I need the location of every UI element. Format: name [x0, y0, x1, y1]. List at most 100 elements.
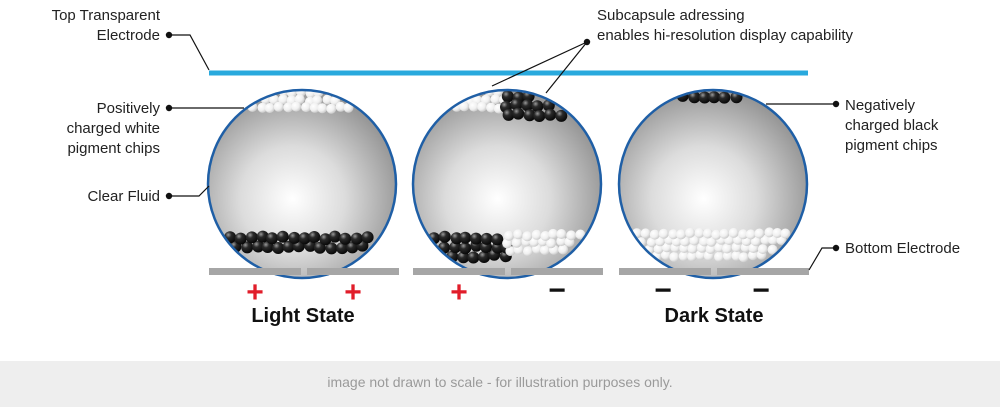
black-pigment-chip [319, 233, 332, 246]
white-pigment-chip [546, 238, 557, 249]
white-pigment-chip [264, 103, 275, 113]
white-pigment-chip [711, 229, 722, 240]
white-pigment-chip [540, 231, 551, 241]
white-pigment-chip [301, 102, 312, 113]
black-pigment-chip [510, 98, 523, 111]
white-pigment-chip [273, 101, 284, 112]
white-pigment-chip [653, 243, 664, 254]
white-pigment-chip [689, 235, 700, 246]
white-pigment-chip [750, 236, 761, 247]
white-pigment-chip [505, 246, 516, 256]
white-pigment-chip [745, 229, 756, 240]
black-pigment-chip [336, 242, 349, 255]
positive-chips-label-line: charged white [67, 120, 160, 137]
white-pigment-chip [291, 101, 302, 112]
white-pigment-chip [558, 244, 569, 255]
white-pigment-chip [738, 229, 749, 240]
negative-chips-label-line: Negatively [845, 97, 916, 114]
black-pigment-chip [718, 91, 731, 104]
white-pigment-chip [296, 90, 307, 97]
black-pigment-chip [502, 108, 515, 121]
white-pigment-chip [649, 229, 660, 240]
white-pigment-chip [699, 236, 710, 247]
bottom-electrode-segment [619, 268, 711, 275]
white-pigment-chip [694, 228, 705, 238]
black-pigment-chip [531, 100, 544, 113]
black-pigment-chip [698, 91, 711, 104]
white-pigment-chip [511, 237, 522, 248]
charge-sign-plus: + [450, 276, 468, 309]
charge-sign-minus: − [548, 274, 566, 307]
black-pigment-chip [276, 230, 289, 243]
clear-fluid-callout: Clear Fluid [87, 185, 210, 205]
bottom-electrodes [209, 268, 809, 275]
bottom-electrode-segment [307, 268, 399, 275]
bottom-electrode-segment [511, 268, 603, 275]
white-pigment-chip [719, 228, 730, 239]
white-pigment-chip [772, 228, 783, 238]
white-pigment-chip [309, 102, 320, 113]
white-pigment-chip [754, 228, 765, 239]
white-pigment-chip [486, 102, 497, 113]
black-pigment-chip [708, 91, 721, 104]
white-pigment-chip [767, 244, 778, 255]
black-pigment-chip [350, 232, 363, 245]
white-pigment-chip [676, 229, 687, 240]
footer-disclaimer: image not drawn to scale - for illustrat… [327, 374, 672, 390]
white-pigment-chip [278, 94, 289, 105]
white-pigment-chip [531, 229, 542, 240]
white-pigment-chip [760, 234, 771, 245]
subcapsule-capsule [411, 88, 603, 280]
charge-sign-plus: + [344, 276, 362, 309]
white-pigment-chip [655, 236, 666, 247]
white-pigment-chip [317, 103, 328, 114]
positive-chips-label-line: Positively [97, 100, 161, 117]
black-pigment-chip [252, 240, 265, 253]
white-pigment-chip [678, 251, 689, 262]
subcapsule-label-line: Subcapsule adressing [597, 7, 745, 24]
black-pigment-chip [272, 242, 285, 254]
black-pigment-chip [523, 109, 536, 122]
positive-chips-callout: Positively charged white pigment chips [67, 100, 244, 157]
white-pigment-chip [504, 230, 514, 241]
white-pigment-chip [728, 227, 739, 238]
white-pigment-chip [556, 229, 567, 239]
black-pigment-chip [256, 230, 269, 243]
black-pigment-chip [478, 251, 491, 263]
charge-sign-plus: + [246, 276, 264, 309]
positive-chips-label-line: pigment chips [67, 140, 160, 157]
black-pigment-chip [298, 232, 311, 245]
black-pigment-chip [282, 240, 295, 253]
light-state-capsule [206, 88, 398, 280]
white-pigment-chip [702, 228, 713, 239]
white-pigment-chip [722, 250, 733, 261]
black-pigment-chip [555, 109, 568, 122]
white-pigment-chip [502, 238, 513, 249]
black-pigment-chip [459, 231, 472, 244]
black-pigment-chip [339, 232, 352, 245]
white-pigment-chip [468, 101, 479, 112]
white-pigment-chip [640, 228, 651, 239]
footer-band [0, 361, 1000, 407]
white-pigment-chip [335, 101, 346, 112]
white-pigment-chip [575, 229, 586, 240]
white-pigment-chip [539, 245, 550, 255]
black-pigment-chip [241, 241, 254, 254]
white-pigment-chip [714, 251, 725, 262]
white-pigment-chip [764, 227, 775, 238]
white-pigment-chip [490, 94, 501, 105]
white-pigment-chip [294, 94, 305, 105]
white-pigment-chip [722, 243, 732, 254]
top-electrode-label-line: Top Transparent [52, 7, 161, 24]
black-pigment-chip [491, 233, 504, 246]
black-pigment-chip [438, 241, 451, 254]
light-state-label: Light State [251, 305, 354, 327]
bottom-electrode-callout: Bottom Electrode [808, 240, 960, 271]
black-pigment-chip [470, 232, 482, 245]
charge-sign-minus: − [752, 274, 770, 307]
